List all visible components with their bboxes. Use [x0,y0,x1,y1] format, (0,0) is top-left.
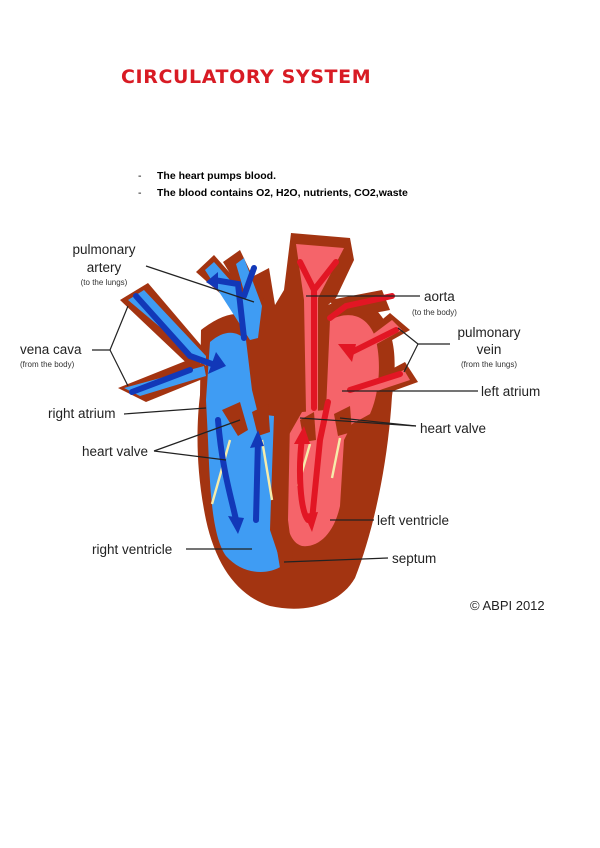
pulmonary-artery-label: pulmonary [72,242,135,257]
right-atrium-label: right atrium [48,406,116,421]
pulmonary-vein-label: vein [477,342,502,357]
aorta-label: aorta [424,289,455,304]
heart-valve-label: heart valve [82,444,148,459]
vena-cava-sublabel: (from the body) [20,360,75,369]
septum-label: septum [392,551,436,566]
pulmonary-vein-label: pulmonary [457,325,520,340]
left-ventricle-label: left ventricle [377,513,449,528]
pulmonary-artery-sublabel: (to the lungs) [81,278,128,287]
pulmonary-vein-sublabel: (from the lungs) [461,360,517,369]
vena-cava-label: vena cava [20,342,82,357]
left-atrium-label: left atrium [481,384,540,399]
pulmonary-artery-label: artery [87,260,122,275]
aorta-sublabel: (to the body) [412,308,457,317]
copyright-text: © ABPI 2012 [470,598,545,613]
right-ventricle-label: right ventricle [92,542,172,557]
heart-valve-label: heart valve [420,421,486,436]
